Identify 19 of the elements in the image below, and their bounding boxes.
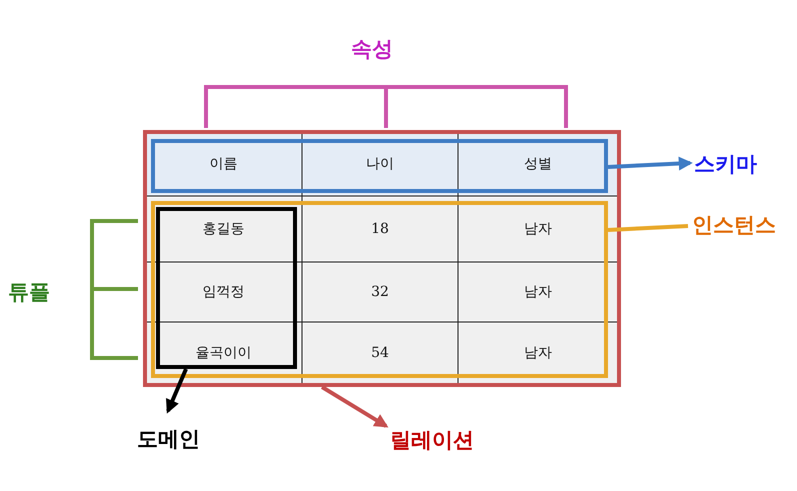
relation-label: 릴레이션 — [390, 426, 474, 454]
arrow — [320, 385, 388, 428]
table-cell: 남자 — [458, 262, 618, 322]
attribute-label: 속성 — [351, 36, 393, 63]
connector-line — [608, 224, 688, 232]
table-cell: 54 — [302, 322, 458, 384]
instance-outline — [151, 201, 608, 378]
instance-label: 인스턴스 — [692, 211, 776, 239]
arrow — [166, 368, 188, 414]
schema-label: 스키마 — [694, 150, 757, 178]
relation-outline — [143, 130, 621, 387]
domain-label: 도메인 — [137, 425, 200, 453]
table-cell: 32 — [302, 262, 458, 322]
domain-outline — [156, 207, 297, 369]
table-cell: 18 — [302, 196, 458, 262]
schema-outline — [151, 139, 608, 193]
arrow — [608, 156, 693, 171]
table-cell: 임꺽정 — [145, 262, 302, 322]
tuple-label: 튜플 — [8, 279, 50, 306]
